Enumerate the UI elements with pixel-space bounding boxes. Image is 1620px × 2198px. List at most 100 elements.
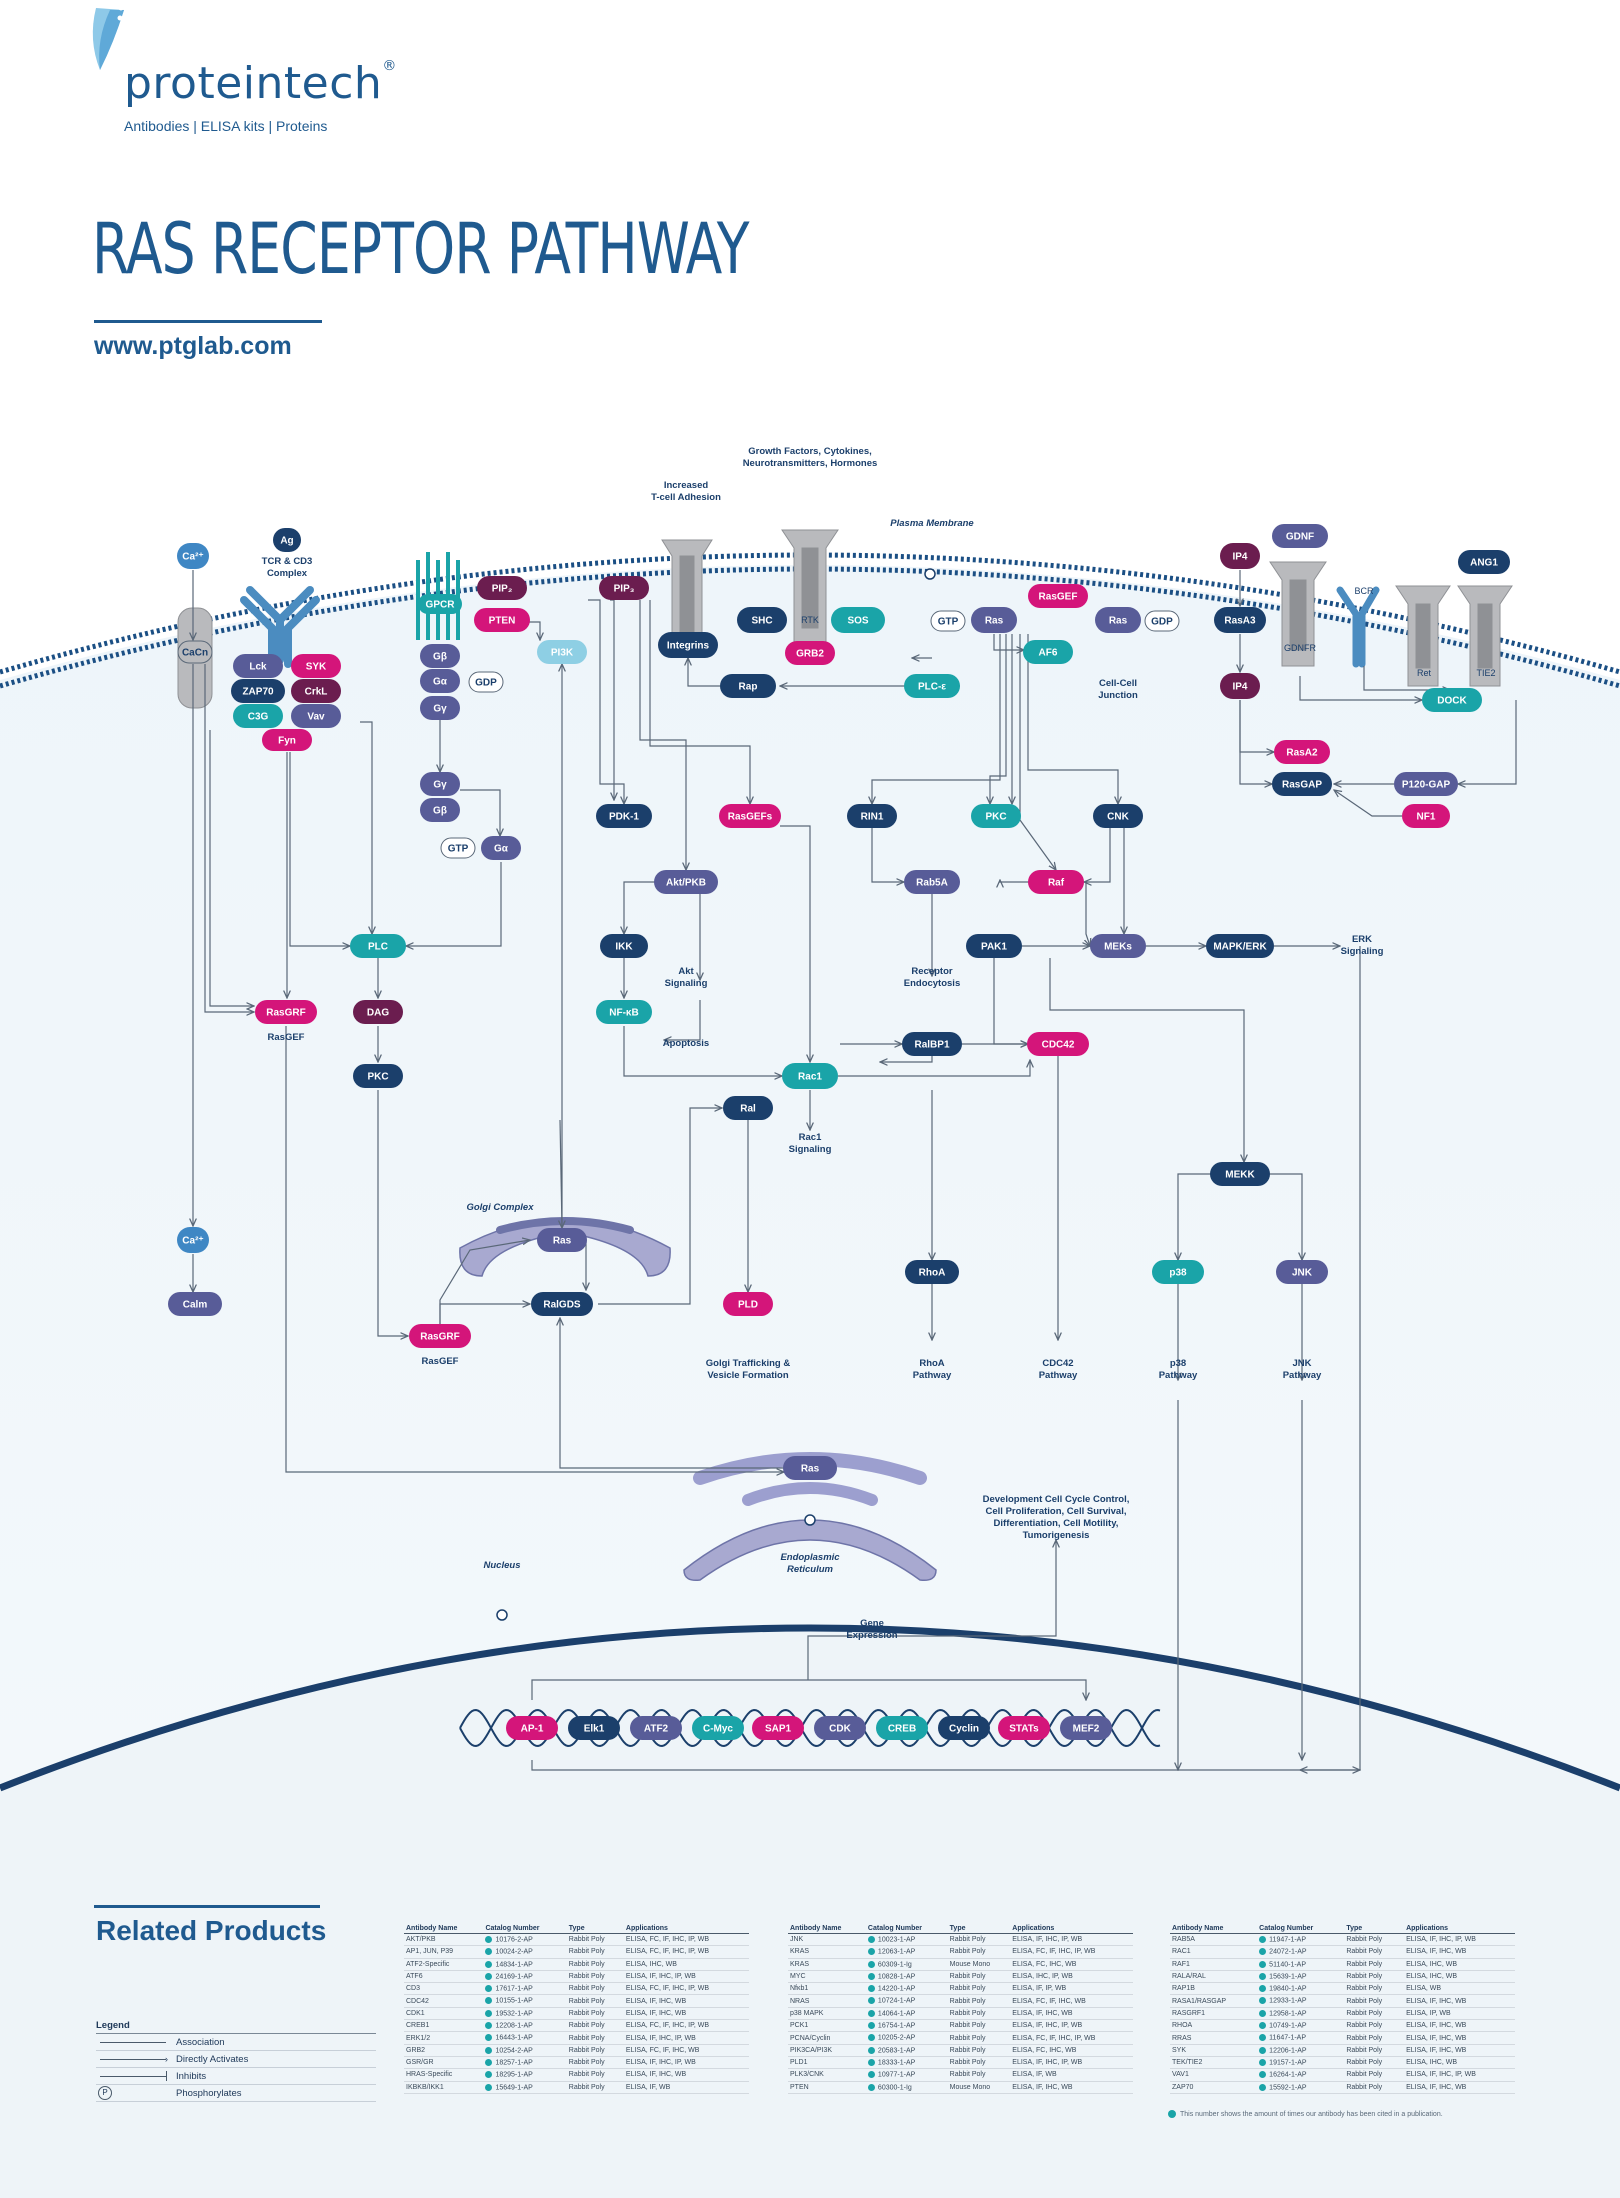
label-growth: Growth Factors, Cytokines, xyxy=(748,446,872,457)
antibody-name: AKT/PKB xyxy=(404,1933,484,1947)
type: Rabbit Poly xyxy=(566,2007,624,2021)
catalog-number: 10749-1-AP xyxy=(1257,2019,1345,2033)
type: Rabbit Poly xyxy=(566,2019,624,2033)
type: Rabbit Poly xyxy=(566,2031,624,2045)
node-label: MAPK/ERK xyxy=(1213,942,1267,953)
type: Rabbit Poly xyxy=(1344,1970,1405,1984)
label-akt2: Signaling xyxy=(665,978,708,989)
citation-icon xyxy=(867,1997,875,2005)
type: Rabbit Poly xyxy=(947,1982,1011,1996)
citation-icon xyxy=(1259,2071,1267,2079)
catalog-number: 15639-1-AP xyxy=(1257,1970,1345,1984)
pathway-arrow xyxy=(531,1679,1086,1700)
node-pip2: PIP₂ xyxy=(477,576,527,600)
antibody-name: RALA/RAL xyxy=(1170,1970,1258,1984)
node-pkc2: PKC xyxy=(353,1064,403,1088)
label-growth2: Neurotransmitters, Hormones xyxy=(743,458,878,469)
applications: ELISA, IF, IHC, WB xyxy=(623,1994,749,2008)
citation-icon xyxy=(867,1948,875,1956)
node-ikk: IKK xyxy=(600,934,648,958)
node-jnk: JNK xyxy=(1276,1260,1328,1284)
node-vav: Vav xyxy=(291,704,341,728)
catalog-number: 15592-1-AP xyxy=(1257,2081,1345,2094)
antibody-name: PCK1 xyxy=(788,2019,866,2033)
website-link[interactable]: www.ptglab.com xyxy=(94,332,292,360)
node-meks: MEKs xyxy=(1090,934,1146,958)
legend-row-activates: ›Directly Activates xyxy=(96,2051,376,2068)
type: Rabbit Poly xyxy=(1344,2031,1405,2045)
node-label: JNK xyxy=(1292,1268,1313,1279)
column-header: Applications xyxy=(1404,1924,1515,1934)
applications: ELISA, IP, WB xyxy=(1404,2007,1515,2021)
node-label: RasGAP xyxy=(1282,780,1322,791)
label-ret: Ret xyxy=(1417,668,1432,678)
antibody-name: ERK1/2 xyxy=(404,2031,484,2045)
antibody-name: JNK xyxy=(788,1933,866,1947)
node-pten: PTEN xyxy=(474,608,530,632)
node-label: GTP xyxy=(448,844,469,855)
node-label: PLC xyxy=(368,942,388,953)
node-label: C3G xyxy=(248,712,269,723)
label-dev1: Development Cell Cycle Control, xyxy=(983,1494,1130,1505)
citation-icon xyxy=(867,2034,875,2042)
antibody-name: MYC xyxy=(788,1970,866,1984)
node-sos: SOS xyxy=(831,607,885,633)
node-label: IKK xyxy=(615,942,633,953)
label-dev4: Tumorigenesis xyxy=(1023,1530,1090,1541)
node-label: Ral xyxy=(740,1104,756,1115)
applications: ELISA, IF, IHC, IP, WB xyxy=(1404,2068,1515,2082)
node-c3g: C3G xyxy=(233,704,283,728)
catalog-number: 12208-1-AP xyxy=(483,2019,567,2033)
pathway-arrow xyxy=(871,828,904,882)
applications: ELISA, IF, IHC, IP, WB xyxy=(623,2056,749,2070)
node-gb1: Gβ xyxy=(420,644,460,668)
label-tcell2: T-cell Adhesion xyxy=(651,492,721,503)
node-label: IP4 xyxy=(1232,552,1247,563)
node-raf: Raf xyxy=(1028,870,1084,894)
pathway-arrow xyxy=(1178,1173,1214,1260)
node-crkl: CrkL xyxy=(291,679,341,703)
catalog-number: 16754-1-AP xyxy=(865,2019,948,2033)
citation-icon xyxy=(485,2034,493,2042)
type: Rabbit Poly xyxy=(566,1958,624,1971)
catalog-number: 10023-1-AP xyxy=(865,1933,948,1947)
label-dev3: Differentiation, Cell Motility, xyxy=(994,1518,1119,1529)
antibody-name: ATF6 xyxy=(404,1970,484,1984)
pathway-arrow xyxy=(1049,958,1244,1162)
logo-icon xyxy=(92,5,129,70)
nucleus-marker-icon xyxy=(496,1609,508,1621)
antibody-name: SYK xyxy=(1170,2044,1258,2057)
type: Rabbit Poly xyxy=(947,1970,1011,1984)
node-rap: Rap xyxy=(720,674,776,698)
node-ip4a: IP4 xyxy=(1220,543,1260,569)
label-cellcell2: Junction xyxy=(1098,690,1138,701)
node-gtp1: GTP xyxy=(440,837,476,859)
applications: ELISA, IF, IHC, WB xyxy=(1010,2081,1133,2094)
label-jnkp2: Pathway xyxy=(1283,1370,1322,1381)
node-label: p38 xyxy=(1169,1268,1187,1279)
label-akt1: Akt xyxy=(678,966,694,977)
applications: ELISA, IHC, WB xyxy=(623,1958,749,1971)
type: Rabbit Poly xyxy=(1344,2081,1405,2094)
pathway-arrow xyxy=(993,634,1024,650)
node-fyn: Fyn xyxy=(262,729,312,751)
label-rac1s2: Signaling xyxy=(789,1144,832,1155)
type: Rabbit Poly xyxy=(947,1994,1011,2008)
node-mapk: MAPK/ERK xyxy=(1206,934,1274,958)
node-label: Calm xyxy=(183,1300,208,1311)
citation-icon xyxy=(1259,2022,1267,2030)
applications: ELISA, IF, IHC, IP, WB xyxy=(623,1970,749,1984)
receptors xyxy=(177,529,1513,709)
